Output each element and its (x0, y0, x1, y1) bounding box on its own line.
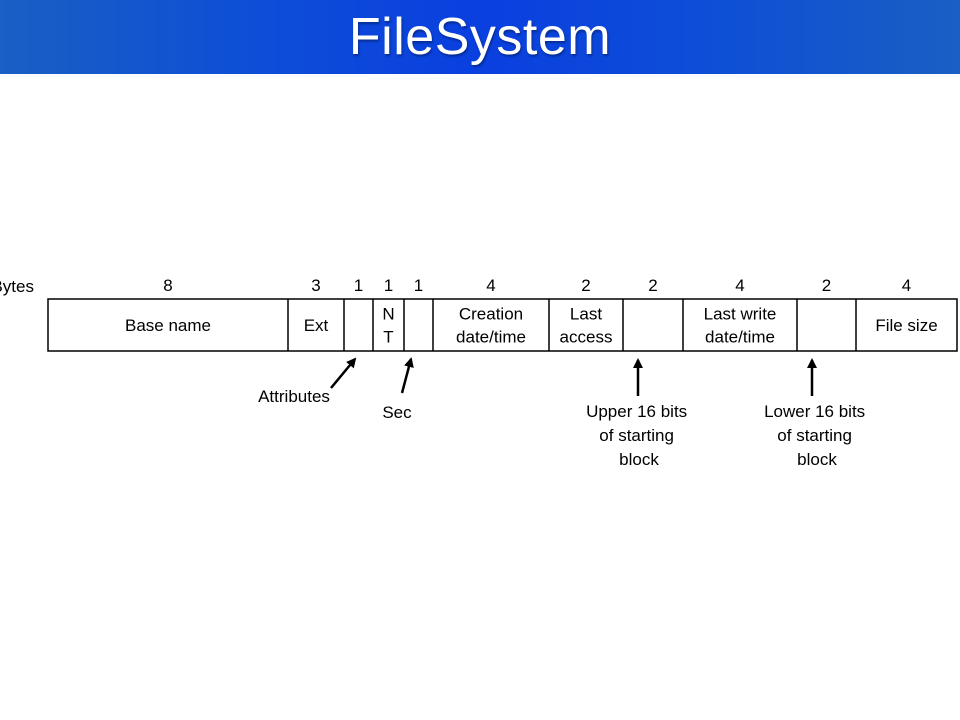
upper-bits-label: Upper 16 bits of starting block (586, 402, 692, 469)
sec-label: Sec (382, 403, 412, 422)
field-size: 1 (414, 276, 423, 295)
field-size: 8 (163, 276, 172, 295)
attributes-arrow (330, 357, 357, 389)
field-label: Base name (125, 316, 211, 335)
bytes-label: Bytes (0, 277, 34, 296)
lower-bits-label: Lower 16 bits of starting block (764, 402, 870, 469)
field-size: 4 (902, 276, 911, 295)
title-bar: FileSystem (0, 0, 960, 74)
field-size: 1 (354, 276, 363, 295)
field-label: Ext (304, 316, 329, 335)
field-size: 2 (822, 276, 831, 295)
field-size: 2 (581, 276, 590, 295)
field-label: File size (875, 316, 937, 335)
field-size: 2 (648, 276, 657, 295)
field-size: 4 (486, 276, 495, 295)
field-size: 1 (384, 276, 393, 295)
attributes-label: Attributes (258, 387, 330, 406)
record-outline (47, 298, 958, 352)
sec-arrow (400, 357, 414, 394)
field-size: 4 (735, 276, 744, 295)
page-title: FileSystem (348, 8, 612, 66)
field-size: 3 (311, 276, 320, 295)
